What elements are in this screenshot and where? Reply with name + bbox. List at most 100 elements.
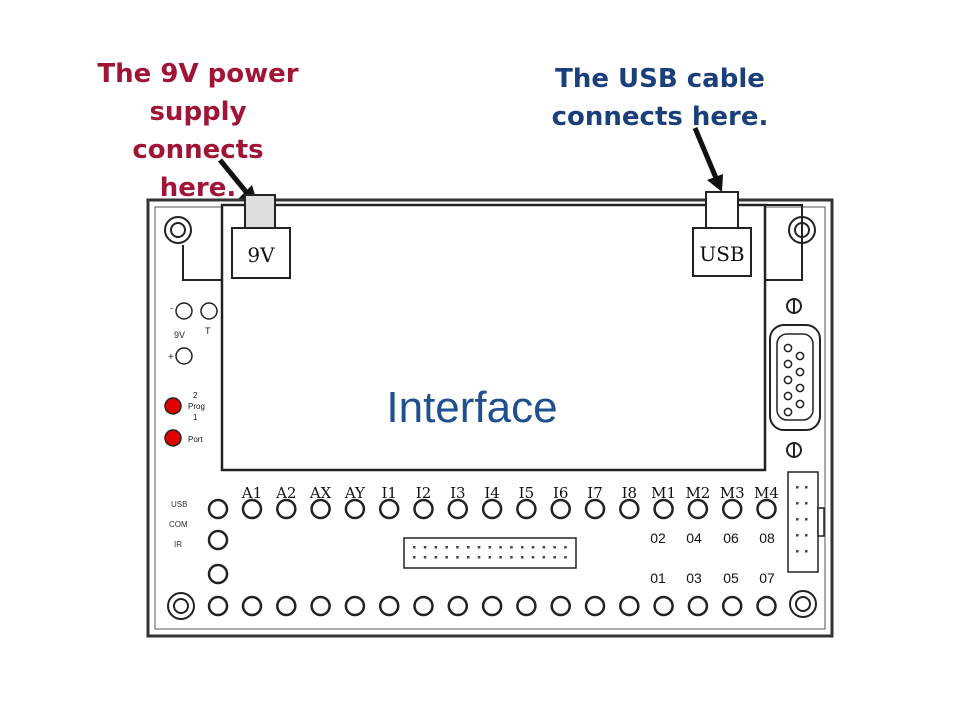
serial-pin (795, 351, 805, 361)
jack-usb-label: USB (699, 242, 744, 266)
top-row-label: I7 (587, 484, 602, 502)
top-row-terminal (687, 498, 709, 520)
top-row-label: M1 (651, 484, 676, 502)
prog-label-2: 2 (193, 391, 198, 400)
top-row-label: I6 (553, 484, 568, 502)
idc-pin (805, 502, 808, 505)
motor-label-upper: 04 (686, 530, 702, 546)
prog-label-prog: Prog (188, 402, 205, 411)
ribbon-pin (445, 546, 448, 549)
motor-label-lower: 03 (686, 570, 702, 586)
serial-port-body (769, 324, 821, 431)
top-row-terminal (550, 498, 571, 520)
top-row-label: AX (309, 484, 332, 502)
port-label: Port (188, 435, 203, 444)
power-pin-label-9v: 9V (174, 330, 185, 340)
right-idc-connector (787, 471, 819, 573)
ribbon-pin (542, 546, 546, 549)
bottom-row-terminal (687, 595, 709, 617)
usb-arrow-head (707, 174, 723, 192)
top-row-terminal (516, 498, 537, 520)
bottom-row-terminal (756, 595, 777, 617)
top-row-terminal (378, 498, 400, 520)
motor-label-upper: 02 (650, 530, 666, 546)
idc-pin (805, 534, 808, 537)
status-label-usb: USB (171, 500, 187, 509)
serial-pin (783, 359, 793, 369)
power-callout-line-3: connects (132, 135, 264, 165)
motor-label-lower: 05 (723, 570, 739, 586)
bottom-row-terminal (241, 595, 263, 617)
left-column-terminal (207, 498, 229, 520)
ribbon-pin (467, 556, 470, 559)
serial-pin (783, 375, 793, 385)
usb-cable-callout: The USB cable connects here. (530, 60, 790, 136)
ribbon-pin (456, 546, 459, 549)
serial-screw-top (786, 298, 802, 314)
top-row-terminal (413, 498, 434, 520)
bottom-row-terminal (447, 595, 469, 617)
top-row-terminal (447, 498, 469, 520)
top-row-terminal (276, 498, 297, 520)
jack-9v-body (231, 227, 291, 279)
motor-label-lower: 01 (650, 570, 666, 586)
ribbon-pin (564, 546, 567, 549)
top-row-label: I5 (519, 484, 534, 502)
motor-label-upper: 06 (723, 530, 739, 546)
ribbon-pin (413, 546, 416, 549)
top-row-terminal (310, 498, 331, 520)
right-idc-notch (817, 507, 825, 537)
ribbon-pin (531, 556, 535, 559)
ribbon-pin (456, 556, 459, 559)
power-callout-line-1: The 9V power (97, 59, 299, 89)
top-row-label: AY (344, 484, 366, 502)
bottom-row-terminal (653, 595, 674, 617)
jack-9v-label: 9V (247, 243, 275, 267)
top-row-terminal (721, 498, 743, 520)
bottom-row-terminal (481, 595, 503, 617)
mounting-hole-top-left (164, 216, 192, 244)
ribbon-pin (477, 546, 481, 549)
left-column-terminal (207, 595, 229, 617)
power-arrow-shaft (218, 158, 249, 195)
top-row-terminal (344, 498, 366, 520)
top-row-terminal (241, 498, 263, 520)
power-pin-plus (175, 347, 193, 365)
power-callout-line-2: supply (149, 97, 247, 127)
bottom-row-terminal (550, 595, 571, 617)
usb-callout-line-2: connects here. (551, 102, 769, 132)
jack-usb-plug (705, 191, 739, 229)
left-column-terminal (207, 563, 229, 585)
jack-9v-plug (244, 194, 276, 231)
power-pin-minus (175, 302, 193, 320)
motor-label-upper: 08 (759, 530, 775, 546)
ribbon-pin (553, 546, 556, 549)
prog-label-1: 1 (193, 413, 198, 422)
ribbon-pin (413, 556, 416, 559)
mounting-hole-bottom-right (789, 590, 817, 618)
ribbon-pin (531, 546, 535, 549)
serial-pin (795, 383, 805, 393)
idc-pin (805, 518, 808, 521)
ribbon-pin (434, 556, 438, 559)
top-row-label: A2 (275, 484, 296, 502)
power-pin-label-plus: + (168, 352, 174, 363)
ribbon-pin (521, 556, 524, 559)
ribbon-pin (564, 556, 567, 559)
idc-pin (805, 550, 808, 553)
ribbon-pin (434, 546, 438, 549)
top-row-terminal (481, 498, 503, 520)
top-row-terminal (619, 498, 640, 520)
serial-port-inner (776, 333, 814, 421)
top-row-label: M2 (685, 484, 710, 502)
serial-pin (783, 343, 793, 353)
serial-pin (795, 367, 805, 377)
serial-pin (783, 407, 793, 417)
bottom-row-terminal (413, 595, 434, 617)
idc-pin (796, 518, 799, 521)
power-pin-label-minus: - (170, 303, 173, 313)
ribbon-pin (467, 546, 470, 549)
serial-screw-bottom (786, 442, 802, 458)
jack-usb-body (692, 227, 752, 277)
ribbon-pin (423, 556, 427, 559)
